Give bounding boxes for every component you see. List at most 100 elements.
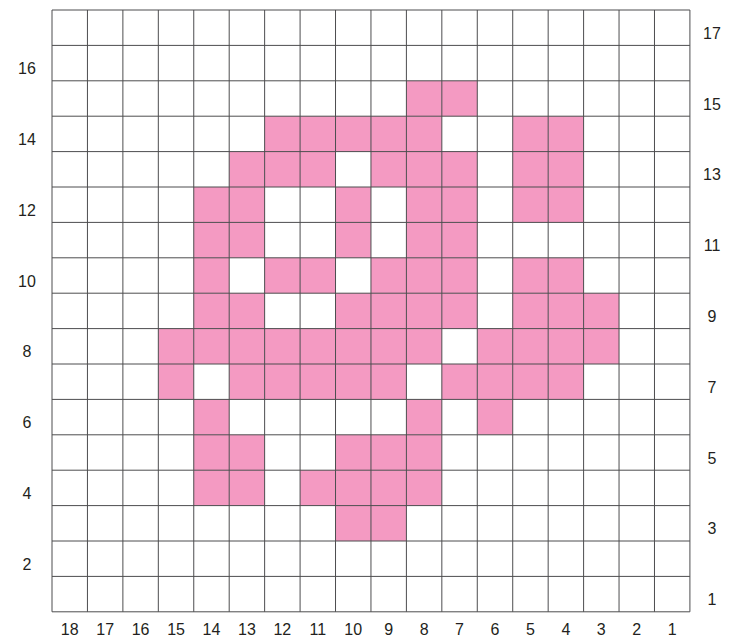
grid-line: [548, 10, 549, 612]
stitch-cell: [194, 435, 229, 470]
grid-line: [52, 45, 690, 46]
stitch-cell: [442, 364, 477, 399]
column-number: 2: [632, 622, 641, 638]
stitch-cell: [406, 293, 441, 328]
row-number: 15: [703, 97, 721, 113]
row-number: 5: [708, 451, 717, 467]
column-number: 9: [384, 622, 393, 638]
stitch-cell: [406, 187, 441, 222]
grid-line: [52, 576, 690, 577]
grid-line: [52, 151, 690, 152]
stitch-cells: [158, 81, 619, 541]
stitch-cell: [229, 187, 264, 222]
grid-line: [335, 10, 336, 612]
row-number: 6: [23, 415, 32, 431]
grid-line: [406, 10, 407, 612]
column-number: 16: [132, 622, 150, 638]
row-number: 16: [18, 61, 36, 77]
row-number: 3: [708, 521, 717, 537]
grid-line: [52, 541, 690, 542]
row-number: 14: [18, 132, 36, 148]
grid-line: [689, 10, 690, 612]
grid-line: [52, 364, 690, 365]
stitch-cell: [336, 293, 371, 328]
grid-line: [477, 10, 478, 612]
stitch-cell: [477, 329, 512, 364]
stitch-cell: [406, 152, 441, 187]
column-number: 17: [96, 622, 114, 638]
stitch-cell: [477, 364, 512, 399]
stitch-cell: [406, 435, 441, 470]
stitch-cell: [371, 152, 406, 187]
stitch-cell: [229, 329, 264, 364]
column-number: 8: [420, 622, 429, 638]
stitch-cell: [513, 329, 548, 364]
row-number: 10: [18, 274, 36, 290]
stitch-cell: [300, 116, 335, 151]
stitch-cell: [442, 258, 477, 293]
stitch-cell: [371, 435, 406, 470]
column-number: 11: [309, 622, 326, 638]
stitch-cell: [265, 258, 300, 293]
stitch-cell: [548, 329, 583, 364]
stitch-cell: [194, 470, 229, 505]
stitch-cell: [548, 116, 583, 151]
column-number: 10: [344, 622, 362, 638]
stitch-cell: [336, 470, 371, 505]
grid-line: [52, 611, 690, 612]
stitch-cell: [548, 258, 583, 293]
stitch-cell: [194, 293, 229, 328]
stitch-cell: [265, 364, 300, 399]
grid-line: [52, 222, 690, 223]
stitch-cell: [300, 364, 335, 399]
stitch-cell: [194, 329, 229, 364]
stitch-cell: [300, 258, 335, 293]
column-number: 18: [61, 622, 79, 638]
row-number: 2: [23, 557, 32, 573]
stitch-cell: [548, 187, 583, 222]
stitch-cell: [406, 399, 441, 434]
row-number: 12: [18, 203, 36, 219]
grid-line: [52, 257, 690, 258]
stitch-cell: [229, 222, 264, 257]
stitch-cell: [548, 152, 583, 187]
stitch-cell: [229, 435, 264, 470]
row-number: 17: [703, 26, 721, 42]
stitch-cell: [584, 293, 619, 328]
stitch-cell: [442, 293, 477, 328]
stitch-cell: [513, 258, 548, 293]
stitch-cell: [336, 435, 371, 470]
stitch-cell: [300, 329, 335, 364]
stitch-cell: [584, 329, 619, 364]
grid-line: [52, 187, 690, 188]
row-number: 11: [704, 238, 721, 254]
grid-line: [52, 293, 690, 294]
stitch-cell: [300, 470, 335, 505]
grid-line: [87, 10, 88, 612]
grid-line: [583, 10, 584, 612]
stitch-cell: [371, 470, 406, 505]
stitch-cell: [442, 152, 477, 187]
grid-line: [52, 470, 690, 471]
stitch-cell: [265, 116, 300, 151]
stitch-cell: [371, 329, 406, 364]
stitch-cell: [513, 187, 548, 222]
grid-line: [52, 116, 690, 117]
stitch-cell: [371, 293, 406, 328]
stitch-cell: [336, 222, 371, 257]
grid-line: [193, 10, 194, 612]
stitch-cell: [548, 364, 583, 399]
stitch-cell: [477, 399, 512, 434]
row-number: 7: [708, 380, 717, 396]
column-number: 13: [238, 622, 256, 638]
stitch-cell: [513, 152, 548, 187]
grid-line: [122, 10, 123, 612]
column-number: 15: [167, 622, 185, 638]
stitch-cell: [371, 506, 406, 541]
grid-line: [512, 10, 513, 612]
stitch-cell: [371, 258, 406, 293]
grid-line: [300, 10, 301, 612]
column-number: 14: [203, 622, 221, 638]
stitch-cell: [513, 364, 548, 399]
stitch-cell: [406, 116, 441, 151]
